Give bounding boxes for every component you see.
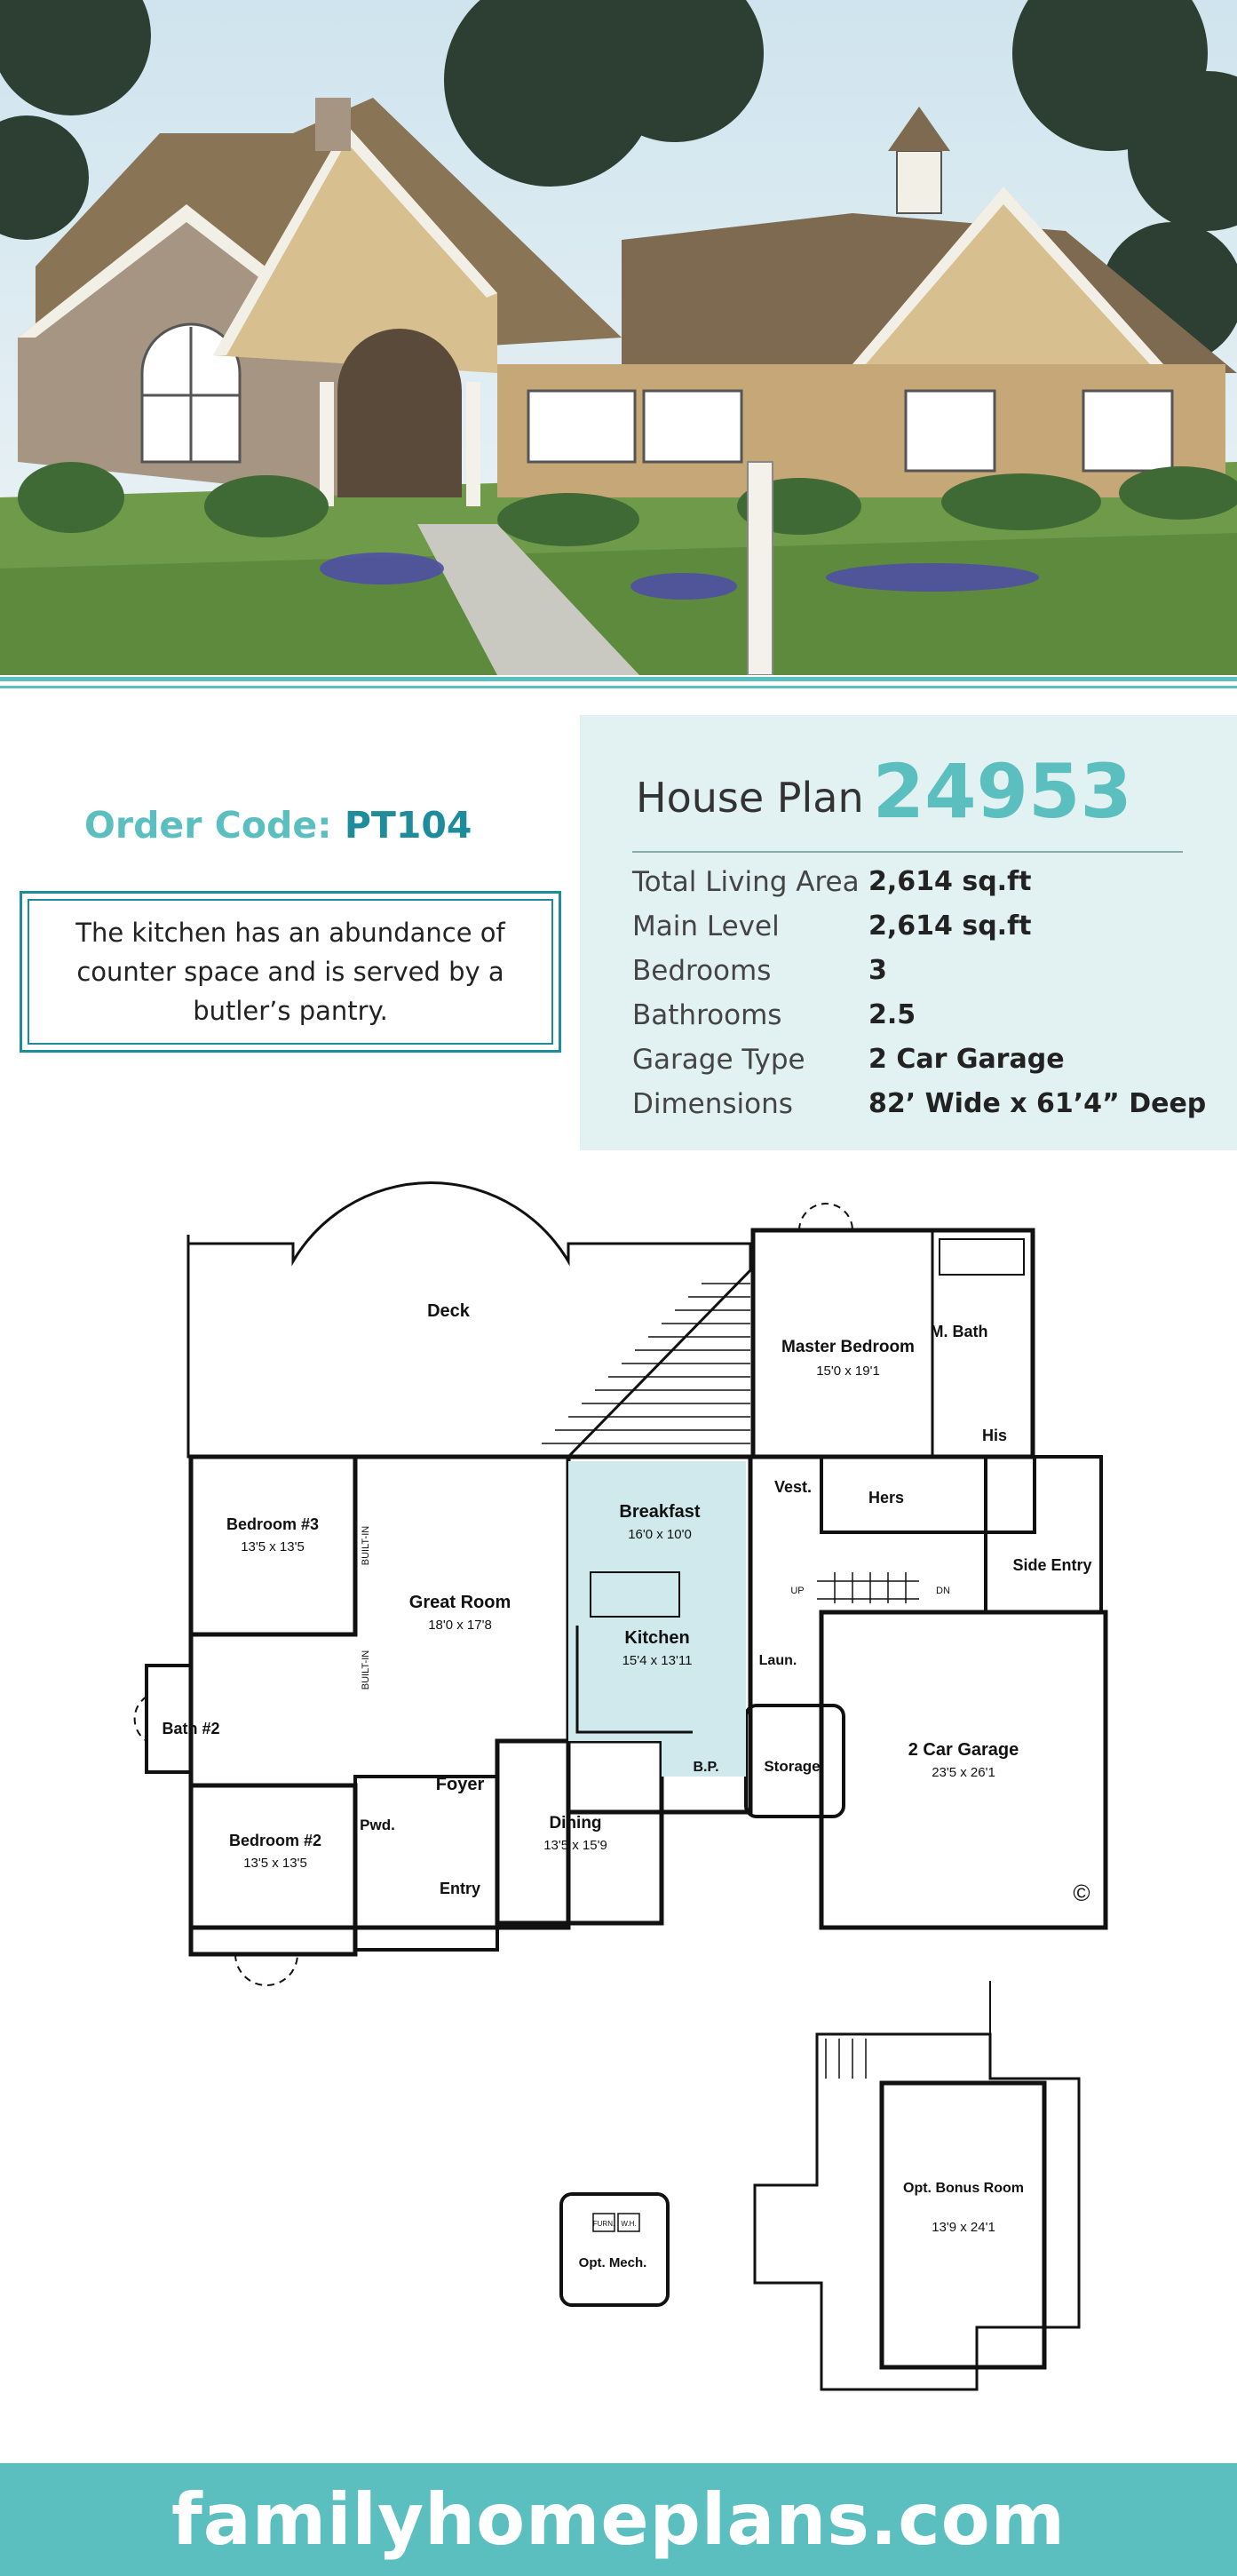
room-dim-bonus: 13'9 x 24'1 — [932, 2220, 995, 2235]
flowers — [320, 553, 1039, 600]
room-label-bath-2: Bath #2 — [162, 1720, 219, 1737]
room-dim-garage: 23'5 x 26'1 — [932, 1765, 995, 1780]
label-up: UP — [790, 1586, 804, 1596]
spec-value: 2 Car Garage — [868, 1044, 1065, 1075]
spec-divider — [632, 851, 1183, 853]
label-wh: W.H. — [621, 2220, 636, 2228]
label-furn: FURN. — [593, 2220, 615, 2228]
kitchen-highlight — [568, 1461, 746, 1777]
room-label-bedroom-2: Bedroom #2 — [229, 1832, 321, 1849]
room-label-kitchen: Kitchen — [624, 1628, 689, 1648]
room-dim-kitchen: 15'4 x 13'11 — [622, 1653, 693, 1668]
footer-bar: familyhomeplans.com — [0, 2463, 1237, 2576]
room-label-his: His — [982, 1427, 1007, 1444]
hero-divider-top — [0, 677, 1237, 681]
background-trees — [0, 0, 1237, 364]
bedroom-3-walls — [188, 1454, 358, 1637]
room-dim-bedroom-3: 13'5 x 13'5 — [241, 1539, 305, 1554]
room-dim-great-room: 18'0 x 17'8 — [428, 1618, 492, 1633]
label-built-in-bottom: BUILT-IN — [361, 1650, 371, 1690]
spec-row-main-level: Main Level 2,614 sq.ft — [632, 910, 1201, 955]
room-label-storage: Storage — [764, 1758, 820, 1775]
foyer-walls — [353, 1775, 499, 1952]
room-label-mbath: M. Bath — [931, 1323, 988, 1340]
label-built-in-top: BUILT-IN — [361, 1526, 371, 1565]
floor-plan: Deck Master Bedroom 15'0 x 19'1 M. Bath … — [133, 1181, 1108, 2391]
order-code: Order Code: PT104 — [84, 804, 472, 847]
spec-row-dimensions: Dimensions 82’ Wide x 61’4” Deep — [632, 1088, 1206, 1133]
room-label-great-room: Great Room — [409, 1593, 511, 1612]
mech-room-walls — [559, 2192, 670, 2307]
room-dim-bedroom-2: 13'5 x 13'5 — [243, 1856, 307, 1871]
bonus-room-walls — [879, 2080, 1047, 2370]
room-label-bedroom-3: Bedroom #3 — [226, 1515, 319, 1533]
spec-value: 2,614 sq.ft — [868, 866, 1032, 897]
spec-label: Total Living Area — [632, 866, 860, 898]
room-label-side-entry: Side Entry — [1012, 1556, 1091, 1574]
bonus-room-outline — [753, 2032, 1081, 2391]
spec-label: Dimensions — [632, 1088, 793, 1120]
label-dn: DN — [936, 1586, 950, 1596]
hero-divider-bottom — [0, 686, 1237, 688]
room-dim-breakfast: 16'0 x 10'0 — [628, 1527, 692, 1542]
room-label-foyer: Foyer — [436, 1775, 485, 1794]
room-label-bonus: Opt. Bonus Room — [903, 2181, 1024, 2196]
room-dim-master: 15'0 x 19'1 — [816, 1364, 880, 1379]
spec-value: 82’ Wide x 61’4” Deep — [868, 1088, 1207, 1119]
room-dim-dining: 13'5 x 15'9 — [543, 1838, 607, 1853]
spec-label: Garage Type — [632, 1044, 805, 1076]
spec-row-bathrooms: Bathrooms 2.5 — [632, 999, 1201, 1044]
room-label-bp: B.P. — [693, 1760, 718, 1775]
spec-label: Main Level — [632, 910, 780, 942]
spec-label: Bathrooms — [632, 999, 782, 1031]
room-label-mech: Opt. Mech. — [579, 2255, 647, 2270]
room-label-deck: Deck — [427, 1301, 471, 1321]
side-entry-walls — [984, 1455, 1103, 1614]
spec-row-garage-type: Garage Type 2 Car Garage — [632, 1044, 1201, 1088]
spec-value: 3 — [868, 955, 887, 986]
room-label-breakfast: Breakfast — [619, 1502, 701, 1522]
copyright-mark: © — [1073, 1880, 1090, 1906]
deck-outline — [186, 1181, 752, 1459]
spec-panel — [580, 715, 1237, 1150]
spec-value: 2.5 — [868, 999, 916, 1030]
spec-row-bedrooms: Bedrooms 3 — [632, 955, 1201, 999]
closets — [820, 1455, 1036, 1534]
bath-2-bump — [145, 1664, 193, 1774]
room-label-laun: Laun. — [759, 1653, 797, 1668]
room-label-garage: 2 Car Garage — [908, 1740, 1019, 1760]
spec-label: Bedrooms — [632, 955, 772, 987]
description-text: The kitchen has an abundance of counter … — [75, 918, 505, 1026]
plan-title-label: House Plan — [636, 774, 864, 822]
room-label-entry: Entry — [440, 1880, 480, 1897]
spec-row-total-living-area: Total Living Area 2,614 sq.ft — [632, 866, 1201, 910]
room-label-pwd: Pwd. — [360, 1817, 395, 1833]
description-box-inner: The kitchen has an abundance of counter … — [28, 899, 553, 1045]
room-label-hers: Hers — [868, 1489, 904, 1507]
room-label-master: Master Bedroom — [781, 1338, 915, 1356]
order-code-label: Order Code: — [84, 804, 332, 847]
garage-walls — [819, 1610, 1108, 1930]
plan-number: 24953 — [872, 748, 1132, 835]
room-label-dining: Dining — [549, 1814, 601, 1833]
footer-website[interactable]: familyhomeplans.com — [170, 2478, 1067, 2561]
order-code-value: PT104 — [344, 804, 472, 847]
room-label-vest: Vest. — [774, 1478, 812, 1496]
house-rendering — [0, 0, 1237, 675]
description-box: The kitchen has an abundance of counter … — [20, 891, 561, 1053]
spec-value: 2,614 sq.ft — [868, 910, 1032, 942]
deck-stairs — [533, 1283, 750, 1458]
